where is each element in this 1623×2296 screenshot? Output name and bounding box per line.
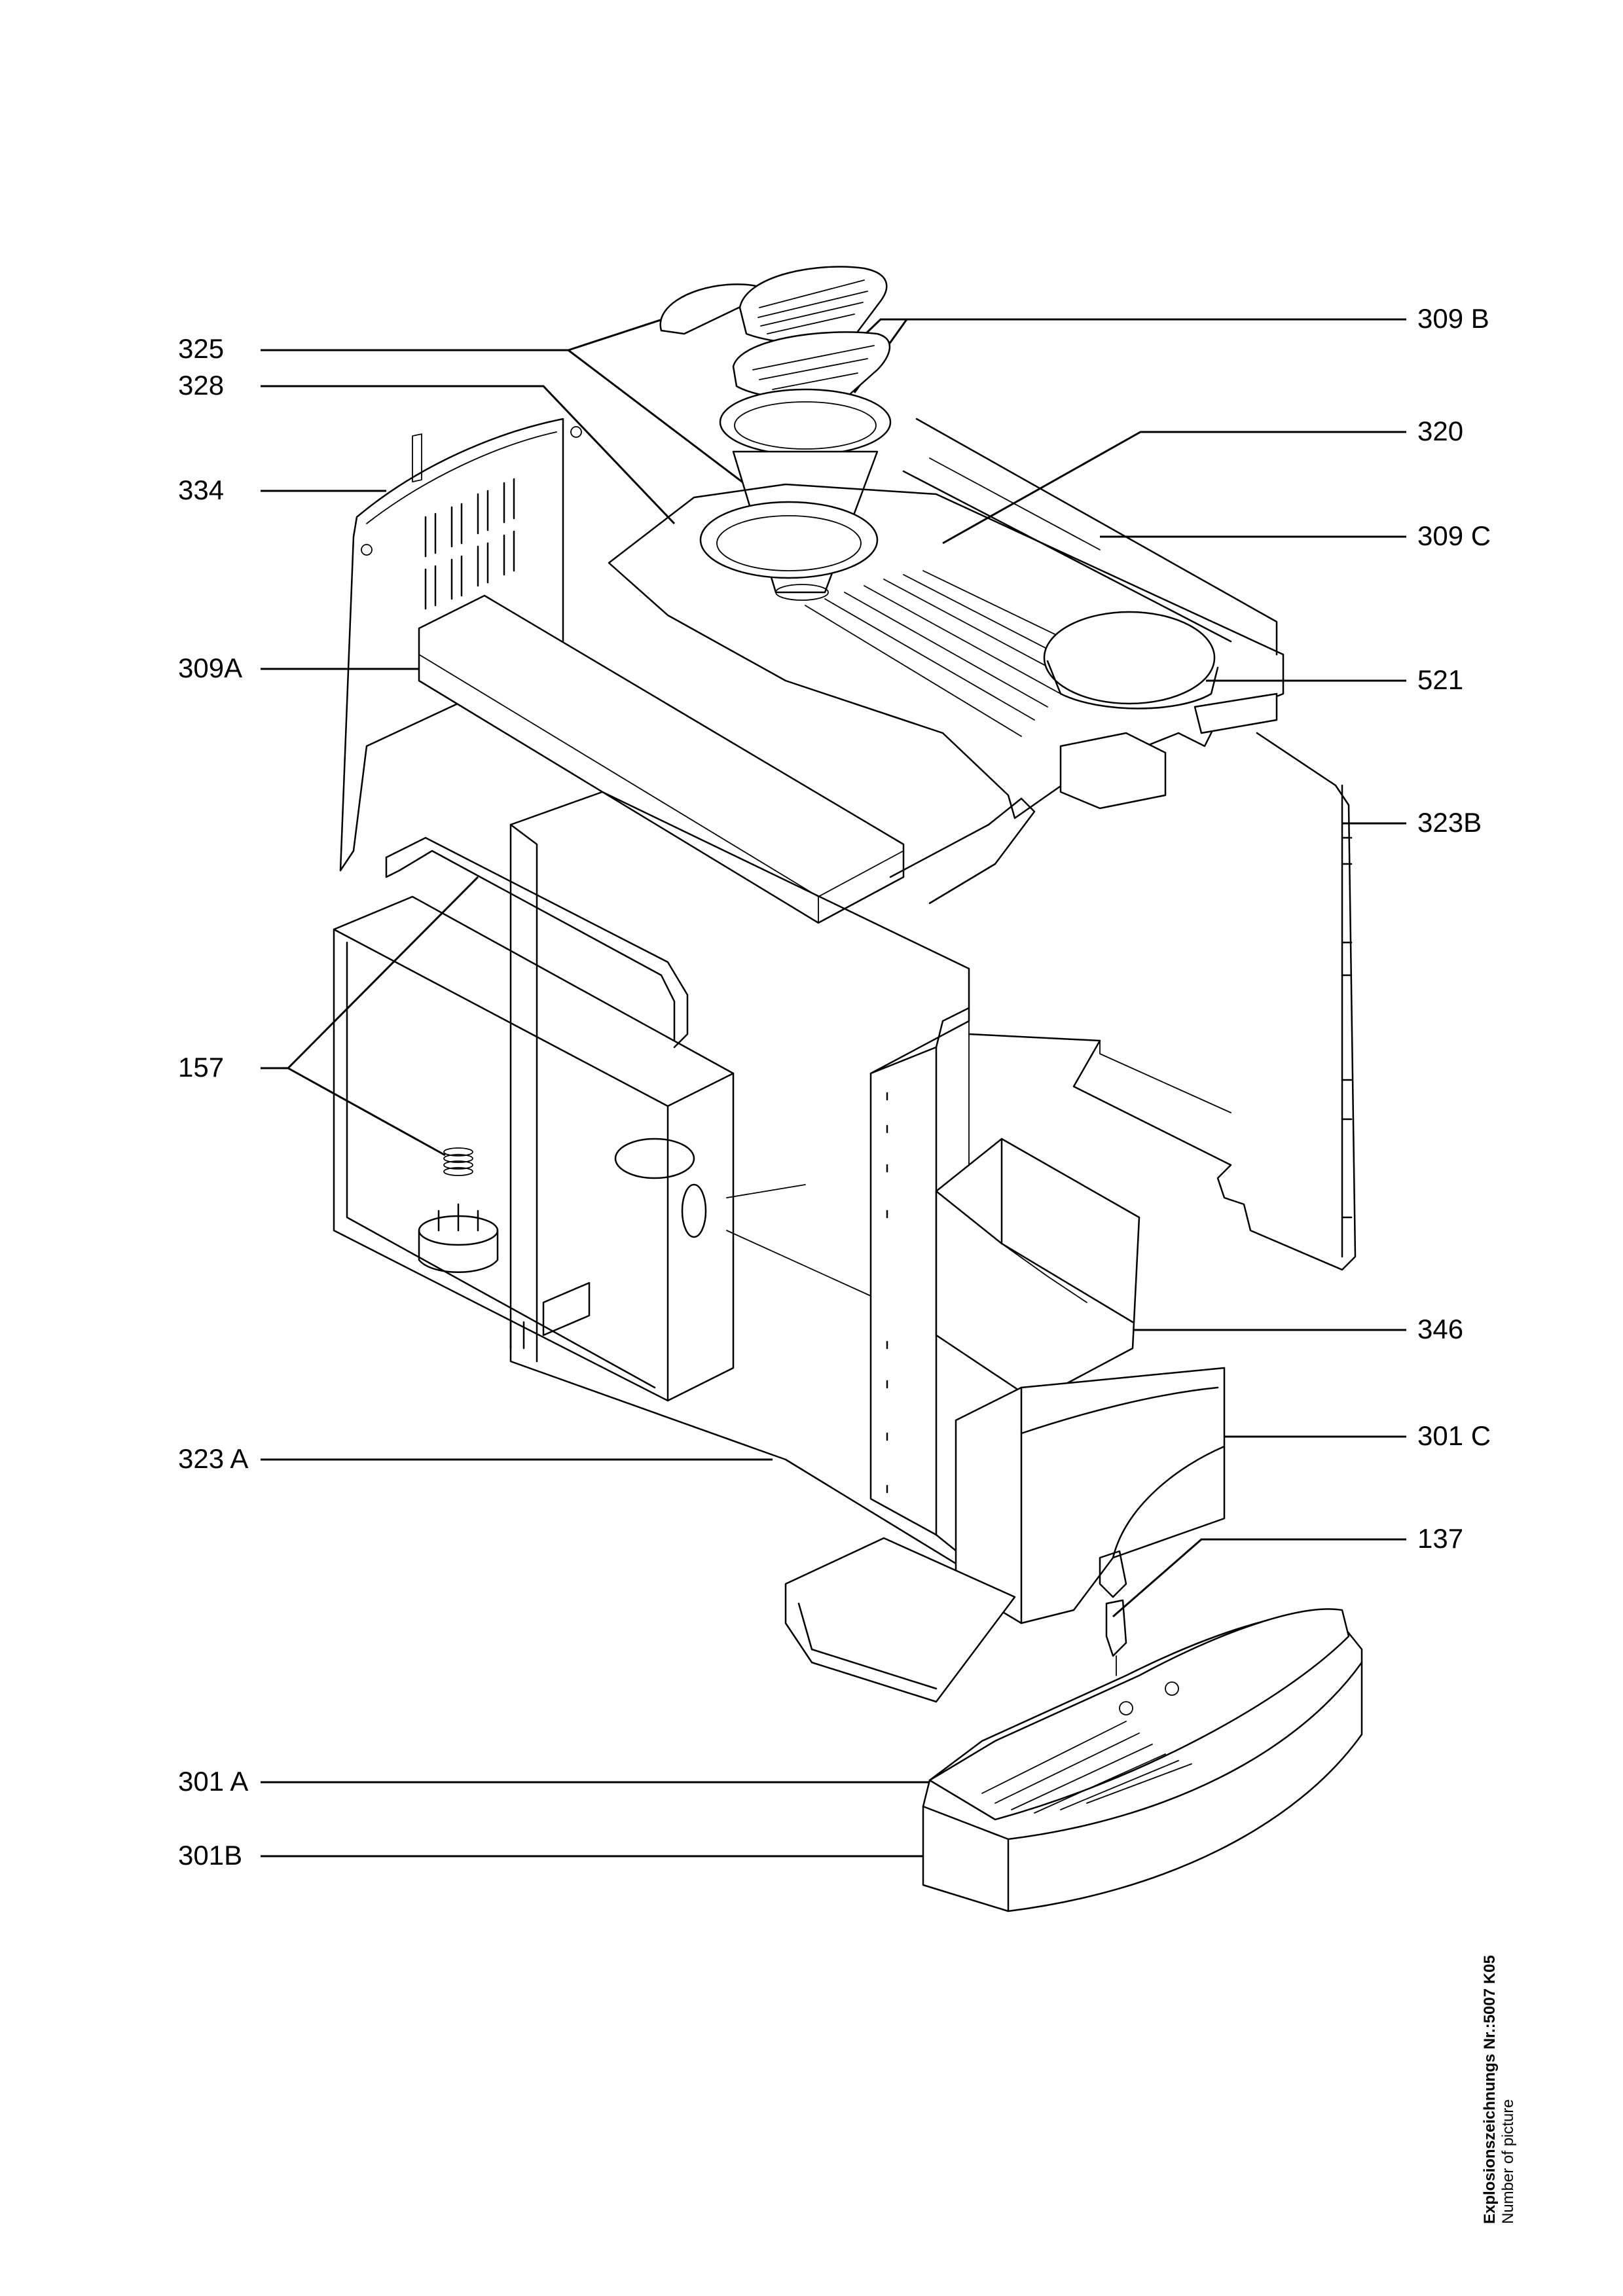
picture-number-caption: Number of picture <box>1499 2099 1517 2224</box>
drawing-number: Explosionszeichnungs Nr.:5007 K05 <box>1481 1955 1499 2224</box>
label-309a: 309A <box>178 653 243 683</box>
leader-325 <box>261 314 675 351</box>
label-334: 334 <box>178 475 225 505</box>
part-top-cover <box>608 418 1285 819</box>
part-157-water-tank <box>333 836 735 1402</box>
label-137: 137 <box>1417 1523 1464 1554</box>
leader-320 <box>942 431 1406 545</box>
part-323b-rear-panel <box>968 732 1357 1271</box>
label-301a: 301 A <box>178 1766 249 1797</box>
label-309c: 309 C <box>1417 520 1491 551</box>
leader-309b <box>830 318 1406 368</box>
label-309b: 309 B <box>1417 303 1489 334</box>
leader-157 <box>261 876 479 1069</box>
label-323b: 323B <box>1417 807 1482 838</box>
label-328: 328 <box>178 370 225 401</box>
leader-328 <box>261 385 676 525</box>
label-320: 320 <box>1417 416 1464 446</box>
leader-lines <box>261 314 1406 1857</box>
part-301c-outlet-cover <box>955 1367 1226 1624</box>
label-346: 346 <box>1417 1314 1464 1344</box>
label-323a: 323 A <box>178 1443 249 1474</box>
label-521: 521 <box>1417 664 1464 695</box>
part-346-container <box>935 1138 1140 1402</box>
leader-137 <box>1112 1538 1406 1618</box>
label-301c: 301 C <box>1417 1420 1491 1451</box>
drawing-number-caption: Explosionszeichnungs Nr.:5007 K05 Number… <box>1481 1955 1518 2224</box>
part-301-drip-tray <box>784 1537 1363 1912</box>
part-137-nozzle <box>1099 1550 1127 1676</box>
label-157: 157 <box>178 1052 225 1083</box>
label-325: 325 <box>178 333 225 364</box>
label-301b: 301B <box>178 1840 243 1871</box>
